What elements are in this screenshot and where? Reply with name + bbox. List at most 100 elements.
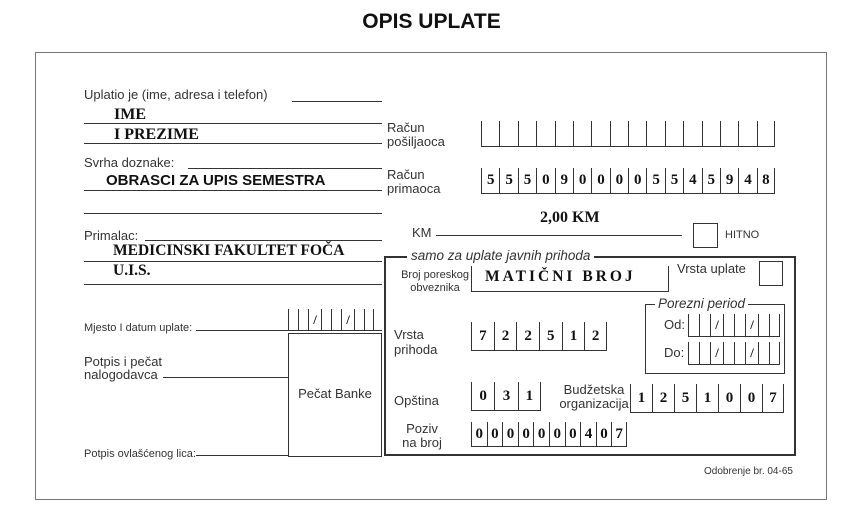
revenue-type-label: Vrsta prihoda bbox=[394, 327, 438, 357]
recipient-detail[interactable]: U.I.S. bbox=[113, 262, 151, 279]
recipient-line-0 bbox=[145, 240, 382, 241]
period-to-boxes[interactable]: / / bbox=[688, 342, 780, 364]
recipient-account-digit: 5 bbox=[481, 168, 499, 193]
period-to-label: Do: bbox=[664, 345, 685, 360]
revenue-type-digit: 2 bbox=[584, 322, 607, 350]
municipality-digit: 3 bbox=[494, 382, 517, 410]
date-cell bbox=[331, 309, 341, 331]
sender-account-digit bbox=[591, 121, 609, 146]
sender-account-digit bbox=[499, 121, 517, 146]
sender-account-digit bbox=[609, 121, 628, 146]
recipient-account-digit: 0 bbox=[591, 168, 609, 193]
sender-account-digit bbox=[572, 121, 591, 146]
sender-account-digit bbox=[646, 121, 664, 146]
municipality-digit: 1 bbox=[517, 382, 541, 410]
recipient-account-digit: 0 bbox=[628, 168, 646, 193]
reference-digit: 0 bbox=[471, 422, 487, 446]
tax-id-label: Broj poreskog obveznika bbox=[401, 269, 469, 294]
period-cell bbox=[734, 314, 745, 336]
recipient-account-baseline bbox=[481, 193, 775, 194]
urgent-label: HITNO bbox=[725, 229, 760, 241]
authorized-signature-line bbox=[196, 455, 288, 456]
period-from-label: Od: bbox=[664, 317, 685, 332]
amount-label: KM bbox=[412, 225, 432, 240]
urgent-checkbox[interactable] bbox=[693, 223, 718, 248]
reference-digit: 0 bbox=[533, 422, 549, 446]
sender-account-digit bbox=[701, 121, 720, 146]
purpose-line-2 bbox=[84, 213, 382, 214]
recipient-account-digit: 5 bbox=[517, 168, 536, 193]
date-slash: / bbox=[341, 309, 354, 331]
sender-account-digit bbox=[517, 121, 536, 146]
budget-org-digit: 0 bbox=[740, 384, 762, 412]
payer-line-0 bbox=[292, 101, 382, 102]
amount-line bbox=[436, 235, 682, 236]
reference-digit: 7 bbox=[611, 422, 627, 446]
sender-account-digit bbox=[481, 121, 499, 146]
revenue-type-digit: 2 bbox=[493, 322, 517, 350]
tax-id-box[interactable] bbox=[471, 266, 669, 292]
reference-digit: 4 bbox=[580, 422, 596, 446]
budget-org-digit: 1 bbox=[696, 384, 718, 412]
sender-account-boxes[interactable] bbox=[481, 121, 775, 146]
tax-period-label: Porezni period bbox=[655, 297, 749, 311]
budget-org-baseline bbox=[630, 412, 784, 413]
municipality-baseline bbox=[471, 410, 541, 411]
signature-label: Potpis i pečat nalogodavca bbox=[84, 354, 163, 382]
bank-stamp-label: Pečat Banke bbox=[298, 386, 372, 401]
municipality-digit: 0 bbox=[471, 382, 494, 410]
period-from-baseline bbox=[688, 336, 780, 337]
sender-account-label: Račun pošiljaoca bbox=[387, 120, 445, 149]
reference-digit: 0 bbox=[595, 422, 612, 446]
reference-digit: 0 bbox=[517, 422, 534, 446]
municipality-label: Opština bbox=[394, 393, 439, 408]
period-cell bbox=[688, 342, 699, 364]
amount-value[interactable]: 2,00 KM bbox=[540, 209, 600, 226]
date-slash: / bbox=[308, 309, 321, 331]
payer-name[interactable]: IME bbox=[114, 106, 146, 123]
recipient-account-digit: 5 bbox=[701, 168, 720, 193]
recipient-label: Primalac: bbox=[84, 228, 139, 243]
period-from-boxes[interactable]: / / bbox=[688, 314, 780, 336]
recipient-account-digit: 4 bbox=[683, 168, 701, 193]
recipient-account-label: Račun primaoca bbox=[387, 167, 441, 196]
payment-type-label: Vrsta uplate bbox=[677, 261, 746, 276]
date-baseline bbox=[288, 330, 382, 331]
period-to-baseline bbox=[688, 364, 780, 365]
payer-line-2 bbox=[84, 143, 382, 144]
purpose-label: Svrha doznake: bbox=[84, 155, 175, 170]
period-cell bbox=[758, 342, 769, 364]
place-date-label: Mjesto I datum uplate: bbox=[84, 322, 193, 334]
budget-org-label: Budžetska organizacija bbox=[559, 382, 629, 411]
budget-org-digit: 2 bbox=[652, 384, 674, 412]
tax-id-value: MATIČNI BROJ bbox=[485, 268, 636, 285]
date-boxes[interactable]: / / bbox=[288, 309, 382, 331]
public-revenue-title: samo za uplate javnih prihoda bbox=[407, 249, 595, 263]
period-cell bbox=[723, 314, 734, 336]
payer-line-1 bbox=[84, 123, 382, 124]
recipient-name[interactable]: MEDICINSKI FAKULTET FOČA bbox=[113, 242, 345, 259]
date-cell bbox=[364, 309, 374, 331]
date-cell bbox=[288, 309, 298, 331]
payer-surname[interactable]: I PREZIME bbox=[114, 126, 199, 143]
authorized-signature-label: Potpis ovlašćenog lica: bbox=[84, 448, 196, 460]
bank-stamp-box bbox=[288, 333, 382, 457]
period-cell bbox=[734, 342, 745, 364]
period-cell bbox=[723, 342, 734, 364]
budget-org-digit: 5 bbox=[674, 384, 696, 412]
purpose-value[interactable]: OBRASCI ZA UPIS SEMESTRA bbox=[106, 172, 326, 189]
budget-org-digit: 1 bbox=[630, 384, 652, 412]
period-slash: / bbox=[710, 342, 723, 364]
reference-digit: 0 bbox=[564, 422, 581, 446]
payment-type-box[interactable] bbox=[759, 261, 783, 286]
reference-digit: 0 bbox=[486, 422, 503, 446]
sender-account-digit bbox=[664, 121, 683, 146]
period-cell bbox=[758, 314, 769, 336]
sender-account-digit bbox=[756, 121, 775, 146]
recipient-account-digit: 5 bbox=[646, 168, 664, 193]
